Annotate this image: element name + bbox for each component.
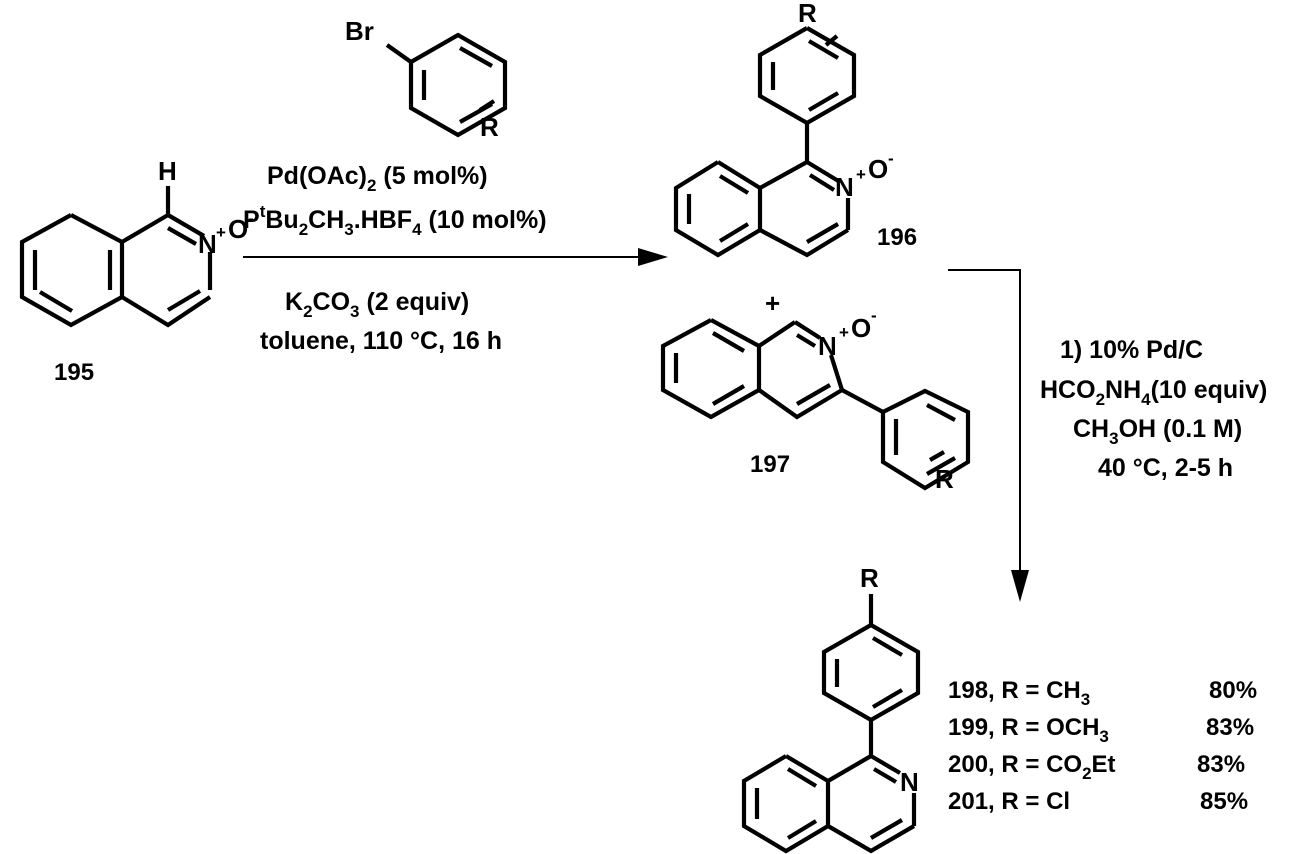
o-atom-label: O [868, 154, 888, 184]
h-atom-label: H [158, 156, 177, 186]
result-row-199: 199, R = OCH3 83% [948, 714, 1254, 746]
bromoarene-structure [385, 32, 508, 138]
o-atom-label: O [851, 313, 871, 343]
hydrogenation-catalyst-text: 1) 10% Pd/C [1060, 336, 1203, 364]
result-yield: 85% [1200, 788, 1248, 815]
n-charge-plus: + [839, 323, 849, 342]
product-structure [741, 594, 921, 854]
results-list: 198, R = CH3 80% 199, R = OCH3 83% 200, … [948, 677, 1257, 815]
o-charge-minus: - [871, 306, 877, 325]
solvent-conditions-text: toluene, 110 °C, 16 h [260, 327, 502, 355]
n-atom-label: N [818, 331, 837, 361]
reaction-arrow-2-head [1011, 570, 1029, 602]
n-charge-plus: + [856, 165, 866, 184]
r-substituent-label: R [935, 464, 954, 494]
n-charge-plus: + [216, 223, 226, 242]
o-charge-minus: - [888, 149, 894, 168]
result-label: 199, R = OCH3 [948, 714, 1109, 746]
compound-195-id: 195 [54, 359, 94, 386]
result-label: 198, R = CH3 [948, 677, 1090, 709]
hydrogen-donor-text: HCO2NH4(10 equiv) [1040, 376, 1267, 409]
compound-197-id: 197 [750, 451, 790, 478]
r-substituent-label: R [480, 112, 499, 142]
ligand-text: PtBu2CH3.HBF4 (10 mol%) [243, 202, 547, 239]
n-atom-label: N [900, 767, 919, 797]
result-yield: 80% [1209, 677, 1257, 704]
temperature-time-text: 40 °C, 2-5 h [1098, 454, 1233, 482]
result-row-200: 200, R = CO2Et 83% [948, 751, 1245, 783]
n-atom-label: N [835, 172, 854, 202]
r-substituent-label: R [798, 0, 817, 28]
o-charge-minus: - [248, 209, 254, 228]
r-substituent-label: R [860, 563, 879, 593]
result-yield: 83% [1197, 751, 1245, 778]
compound-196-structure [673, 26, 857, 258]
o-atom-label: O [228, 214, 248, 244]
n-atom-label: N [198, 229, 217, 259]
result-row-198: 198, R = CH3 80% [948, 677, 1257, 709]
plus-sign: + [765, 288, 780, 318]
compound-196-id: 196 [877, 224, 917, 251]
reaction-arrow-1-head [638, 248, 668, 266]
result-label: 200, R = CO2Et [948, 751, 1116, 783]
base-text: K2CO3 (2 equiv) [285, 288, 469, 321]
compound-195-structure [19, 186, 213, 328]
compound-197-structure [660, 318, 971, 491]
br-atom-label: Br [345, 16, 374, 46]
result-yield: 83% [1206, 714, 1254, 741]
catalyst-text: Pd(OAc)2 (5 mol%) [267, 162, 488, 195]
solvent-text: CH3OH (0.1 M) [1073, 415, 1242, 448]
result-label: 201, R = Cl [948, 788, 1070, 815]
reaction-arrow-2 [948, 269, 1021, 575]
result-row-201: 201, R = Cl 85% [948, 788, 1248, 815]
